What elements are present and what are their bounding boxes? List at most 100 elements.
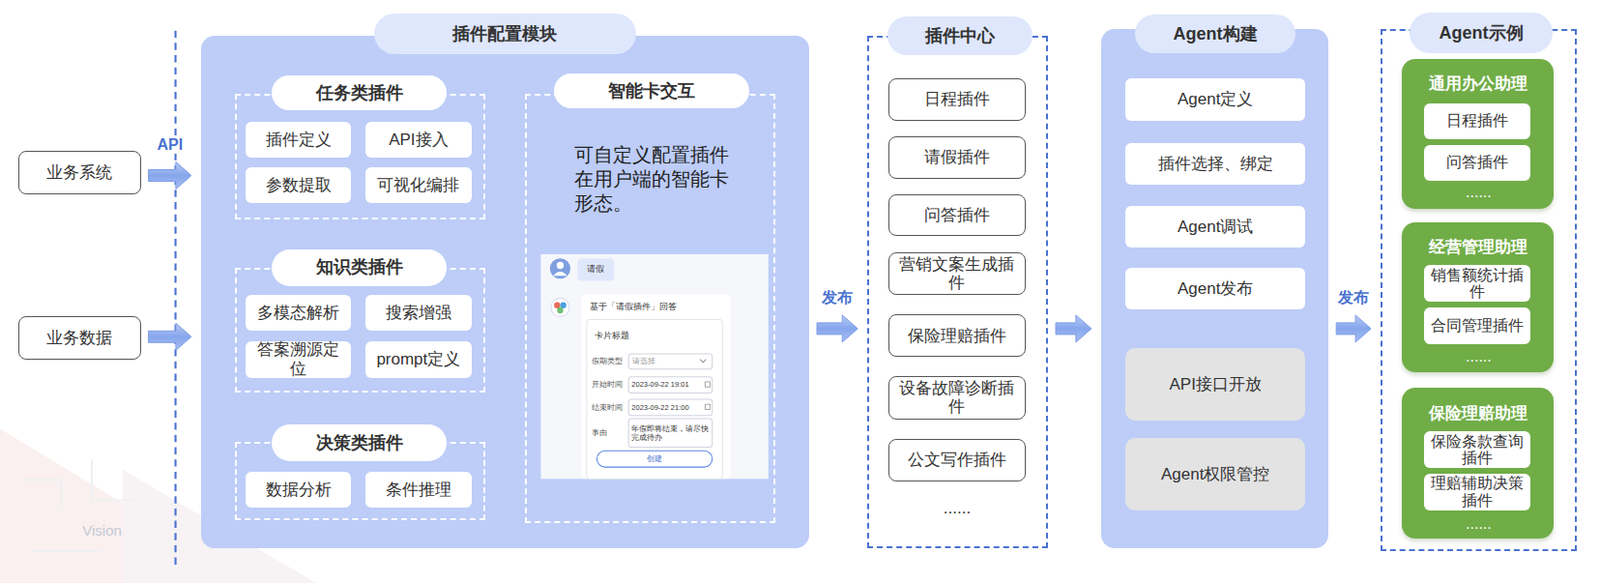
outlined-box: 业务数据 <box>18 316 142 359</box>
white-box: 条件推理 <box>365 471 472 508</box>
box-label: 条件推理 <box>369 472 468 507</box>
mockup-text: 请假 <box>577 260 614 279</box>
module-panel: 插件配置模块任务类插件插件定义API接入参数提取可视化编排知识类插件多模态解析搜… <box>201 35 810 549</box>
edge-label: 发布 <box>1336 288 1371 307</box>
box-label: 合同管理插件 <box>1427 308 1527 344</box>
box-label: 日程插件 <box>1427 104 1527 139</box>
white-box: 可视化编排 <box>365 167 472 204</box>
box-label: 保险条款查询插件 <box>1427 432 1527 467</box>
box-label: prompt定义 <box>369 342 468 378</box>
ellipsis: ...... <box>926 498 988 520</box>
box-label: 可视化编排 <box>369 168 468 203</box>
box-label: 插件定义 <box>249 122 348 157</box>
outlined-box: 保险理赔插件 <box>888 314 1025 357</box>
mockup-text: 请选择 <box>632 353 694 369</box>
mockup-text: 结束时间 <box>591 400 628 415</box>
flow-arrow <box>816 315 858 343</box>
box-label: 日程插件 <box>893 80 1020 118</box>
box-label: 答案溯源定位 <box>249 342 348 378</box>
outlined-box: 公文写作插件 <box>888 438 1025 482</box>
white-box: 日程插件 <box>1424 103 1531 140</box>
white-box: API接入 <box>365 121 472 158</box>
box-label: 请假插件 <box>893 138 1020 176</box>
description-text: 可自定义配置插件在用户端的智能卡形态。 <box>574 143 745 235</box>
box-label: 多模态解析 <box>249 295 348 330</box>
white-box: 问答插件 <box>1424 145 1531 181</box>
box-label: 数据分析 <box>249 472 348 507</box>
dashed-group: 插件中心日程插件请假插件问答插件营销文案生成插件保险理赔插件设备故障诊断插件公文… <box>867 35 1048 549</box>
grey-box: Agent权限管控 <box>1125 437 1306 511</box>
white-box: 保险条款查询插件 <box>1424 431 1531 468</box>
mockup-text: 2023-09-22 21:00 <box>631 400 704 415</box>
white-box: Agent调试 <box>1125 205 1306 248</box>
heading-label: 经营管理助理 <box>1401 232 1554 262</box>
heading-label: 任务类插件 <box>271 75 448 111</box>
flow-arrow <box>148 162 192 190</box>
outlined-box: 业务系统 <box>18 150 142 194</box>
white-box: 合同管理插件 <box>1424 307 1531 345</box>
heading-label: 决策类插件 <box>271 424 448 462</box>
box-label: 业务数据 <box>23 318 137 357</box>
box-label: API接口开放 <box>1129 349 1302 420</box>
outlined-box: 日程插件 <box>888 78 1025 120</box>
box-label: 业务系统 <box>23 152 137 192</box>
box-label: Agent定义 <box>1129 79 1302 119</box>
heading-label: Agent示例 <box>1409 12 1554 54</box>
box-label: 理赔辅助决策插件 <box>1427 474 1527 510</box>
white-box: 多模态解析 <box>245 294 351 331</box>
mockup-text: 基于「请假插件」回答 <box>589 299 727 315</box>
dashed-group: 决策类插件数据分析条件推理 <box>234 441 487 521</box>
white-box: 数据分析 <box>245 471 351 508</box>
box-label: Agent调试 <box>1129 206 1302 247</box>
flow-arrow <box>1336 315 1371 343</box>
mockup-text: 年假即将结束，请尽快完成待办 <box>631 419 711 446</box>
box-label: 设备故障诊断插件 <box>893 378 1020 417</box>
outlined-box: 问答插件 <box>888 194 1025 236</box>
mockup-text: 2023-09-22 19:01 <box>631 378 704 393</box>
mockup-text: 事由 <box>591 425 628 440</box>
flow-arrow <box>148 322 192 350</box>
dashed-group: Agent示例通用办公助理日程插件问答插件经营管理助理销售额统计插件合同管理插件… <box>1380 29 1577 552</box>
heading-label: 插件中心 <box>887 16 1033 56</box>
module-panel: Agent构建Agent定义插件选择、绑定Agent调试Agent发布API接口… <box>1101 29 1329 549</box>
white-box: prompt定义 <box>365 341 472 379</box>
edge-label: API <box>154 135 185 154</box>
box-label: 公文写作插件 <box>893 440 1020 480</box>
heading-label: 插件配置模块 <box>374 13 636 55</box>
white-box: 答案溯源定位 <box>245 341 351 379</box>
outlined-box: 请假插件 <box>888 136 1025 178</box>
watermark: Vision <box>56 519 148 542</box>
white-box: Agent发布 <box>1125 267 1306 310</box>
box-label: Agent发布 <box>1129 268 1302 309</box>
flow-arrow <box>1055 315 1092 343</box>
white-box: 插件选择、绑定 <box>1125 143 1306 185</box>
box-label: 保险理赔插件 <box>893 316 1020 355</box>
box-label: 搜索增强 <box>369 295 468 330</box>
grey-box: API接口开放 <box>1125 348 1306 421</box>
mockup-text: 卡片标题 <box>594 328 673 344</box>
box-label: API接入 <box>369 122 468 157</box>
box-label: 问答插件 <box>893 196 1020 234</box>
heading-label: Agent构建 <box>1134 14 1297 54</box>
white-box: 搜索增强 <box>365 294 472 331</box>
box-label: 销售额统计插件 <box>1427 265 1527 301</box>
ellipsis: ...... <box>1449 182 1509 202</box>
heading-label: 智能卡交互 <box>553 73 750 109</box>
box-label: Agent权限管控 <box>1129 438 1302 510</box>
heading-label: 通用办公助理 <box>1401 69 1554 99</box>
api-boundary-line <box>174 30 176 568</box>
outlined-box: 营销文案生成插件 <box>888 252 1025 295</box>
white-box: 销售额统计插件 <box>1424 264 1531 302</box>
dashed-group: 知识类插件多模态解析搜索增强答案溯源定位prompt定义 <box>234 267 487 394</box>
edge-label: 发布 <box>819 288 855 307</box>
mockup-text: 开始时间 <box>591 378 628 393</box>
white-box: 参数提取 <box>245 167 351 204</box>
mockup-text: 创建 <box>596 451 712 467</box>
box-label: 营销文案生成插件 <box>893 254 1020 293</box>
mockup-text: 假期类型 <box>591 353 628 369</box>
ellipsis: ...... <box>1449 347 1509 366</box>
ellipsis: ...... <box>1449 514 1509 533</box>
heading-label: 知识类插件 <box>271 249 448 287</box>
white-box: Agent定义 <box>1125 78 1306 120</box>
